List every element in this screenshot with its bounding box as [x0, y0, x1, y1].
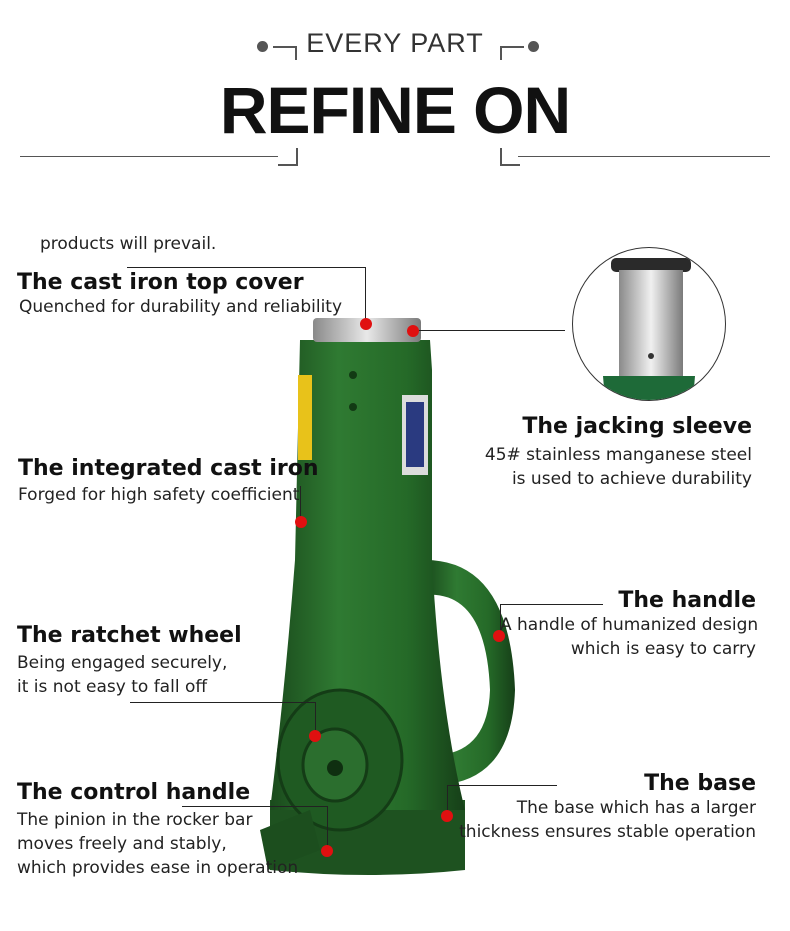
- callout-desc-line: The base which has a larger: [516, 798, 756, 818]
- leader-top-cover-v: [365, 267, 366, 322]
- callout-control-handle: The control handle The pinion in the roc…: [17, 780, 298, 880]
- leader-sleeve: [413, 330, 565, 331]
- callout-desc-line: 45# stainless manganese steel: [484, 445, 752, 465]
- callout-desc-line: moves freely and stably,: [17, 834, 227, 854]
- jacking-sleeve-image: [603, 258, 695, 400]
- callout-ratchet-wheel: The ratchet wheel Being engaged securely…: [17, 623, 242, 699]
- marker-base-icon: [441, 810, 453, 822]
- leader-control-h: [182, 806, 328, 807]
- callout-handle: The handle A handle of humanized design …: [500, 588, 759, 661]
- callout-title: The integrated cast iron: [18, 456, 319, 481]
- leader-base-h: [447, 785, 557, 786]
- callout-desc-line: is used to achieve durability: [511, 469, 752, 489]
- leader-handle-h: [500, 604, 603, 605]
- callout-title: The handle: [618, 588, 756, 613]
- callout-desc-line: The pinion in the rocker bar: [17, 810, 253, 830]
- callout-desc-line: Being engaged securely,: [17, 653, 228, 673]
- header-left-rule: [20, 156, 278, 157]
- callout-title: The cast iron top cover: [17, 270, 304, 295]
- screw-jack-illustration: [260, 318, 515, 875]
- callout-desc-line: Quenched for durability and reliability: [19, 297, 343, 317]
- leader-cast-iron-v: [300, 486, 301, 522]
- leader-top-cover-h: [127, 267, 366, 268]
- marker-handle-icon: [493, 630, 505, 642]
- header-right-bracket: [500, 46, 524, 60]
- callout-base: The base The base which has a larger thi…: [456, 771, 756, 844]
- callout-top-cover: The cast iron top cover Quenched for dur…: [17, 270, 342, 319]
- callout-desc-line: which provides ease in operation: [17, 858, 299, 878]
- header-left-bracket: [273, 46, 297, 60]
- callout-integrated-cast-iron: The integrated cast iron Forged for high…: [18, 456, 319, 507]
- header-right-rule: [518, 156, 770, 157]
- header-kicker: EVERY PART: [306, 28, 484, 58]
- marker-control-icon: [321, 845, 333, 857]
- leader-ratchet-v: [315, 702, 316, 736]
- leader-control-v: [327, 806, 328, 850]
- header-right-corner: [500, 148, 520, 166]
- marker-cast-iron-icon: [295, 516, 307, 528]
- leader-base-v: [447, 785, 448, 815]
- callout-title: The jacking sleeve: [522, 414, 752, 439]
- callout-title: The control handle: [17, 780, 251, 805]
- marker-ratchet-icon: [309, 730, 321, 742]
- callout-desc-line: it is not easy to fall off: [17, 677, 208, 697]
- header-left-corner: [278, 148, 298, 166]
- callout-jacking-sleeve: The jacking sleeve 45# stainless mangane…: [460, 414, 752, 491]
- callout-desc-line: A handle of humanized design: [500, 615, 759, 635]
- page-title: REFINE ON: [219, 73, 571, 147]
- marker-top-cover-icon: [360, 318, 372, 330]
- marker-sleeve-icon: [407, 325, 419, 337]
- jacking-sleeve-inset: [572, 247, 726, 401]
- intro-fragment: products will prevail.: [40, 234, 217, 254]
- callout-desc-line: which is easy to carry: [570, 639, 756, 659]
- header-left-dot-icon: [257, 41, 268, 52]
- callout-title: The base: [644, 771, 756, 796]
- callout-desc-line: thickness ensures stable operation: [459, 822, 756, 842]
- callout-desc-line: Forged for high safety coefficient: [18, 485, 300, 505]
- leader-handle-v: [500, 604, 501, 636]
- header-right-dot-icon: [528, 41, 539, 52]
- header: EVERY PART REFINE ON: [0, 0, 790, 170]
- leader-ratchet-h: [130, 702, 316, 703]
- callout-title: The ratchet wheel: [17, 623, 242, 648]
